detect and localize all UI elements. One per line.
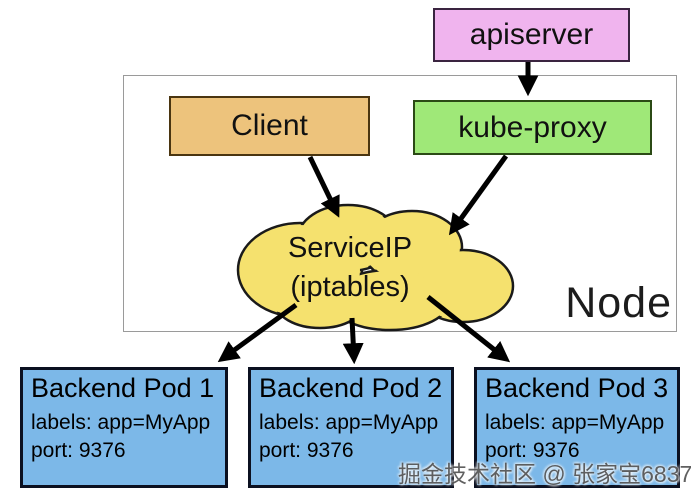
kube-proxy-label: kube-proxy xyxy=(458,110,607,144)
pod-port: port: 9376 xyxy=(259,439,354,463)
pod-labels: labels: app=MyApp xyxy=(485,411,665,434)
backend-pod-1-box: Backend Pod 1 labels: app=MyApp port: 93… xyxy=(20,367,228,488)
pod-port: port: 9376 xyxy=(485,439,580,463)
node-label: Node xyxy=(565,279,672,327)
apiserver-box: apiserver xyxy=(433,8,630,62)
backend-pod-2-box: Backend Pod 2 labels: app=MyApp port: 93… xyxy=(248,367,454,488)
kube-proxy-box: kube-proxy xyxy=(413,100,652,155)
apiserver-label: apiserver xyxy=(469,18,594,51)
client-label: Client xyxy=(231,109,308,142)
pod-labels: labels: app=MyApp xyxy=(31,411,211,434)
pod-title: Backend Pod 1 xyxy=(31,373,215,403)
pod-labels: labels: app=MyApp xyxy=(259,411,439,434)
pod-title: Backend Pod 2 xyxy=(259,373,443,403)
backend-pod-3-box: Backend Pod 3 labels: app=MyApp port: 93… xyxy=(474,367,680,488)
pod-title: Backend Pod 3 xyxy=(485,373,669,403)
watermark-text: 掘金技术社区 @ 张家宝6837 xyxy=(398,461,691,487)
client-box: Client xyxy=(169,96,370,156)
pod-port: port: 9376 xyxy=(31,439,126,463)
